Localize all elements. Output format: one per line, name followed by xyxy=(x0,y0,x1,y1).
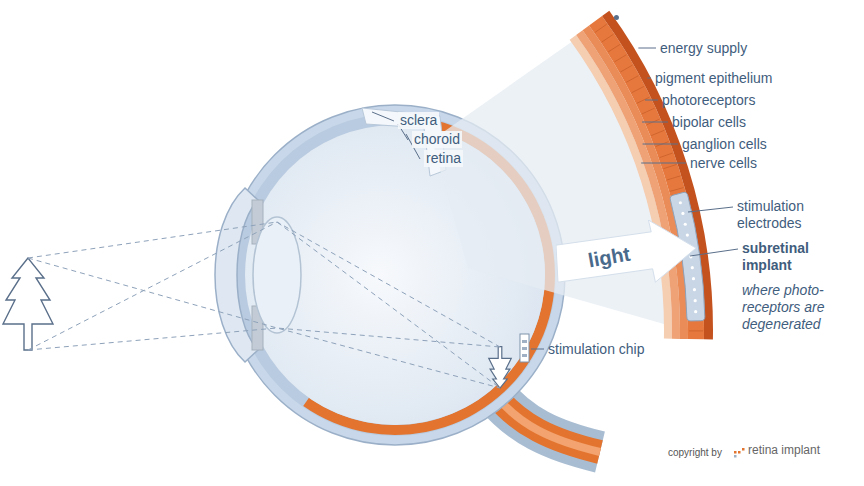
light-arrow: light xyxy=(556,220,696,294)
stimulation-electrode xyxy=(681,212,684,215)
part-label: sclera xyxy=(398,112,439,129)
chip-electrode xyxy=(522,340,527,343)
photoreceptor-cell xyxy=(651,130,664,135)
energy-supply-point xyxy=(614,15,619,20)
light-ray xyxy=(28,328,500,350)
part-label: stimulation chip xyxy=(548,341,645,358)
layer-label: nerve cells xyxy=(690,155,757,172)
optic-nerve-highlight xyxy=(495,395,600,452)
optic-nerve xyxy=(495,395,600,452)
photoreceptor-cell xyxy=(663,164,676,168)
stimulation-electrode xyxy=(691,266,694,269)
photoreceptor-cell xyxy=(595,24,606,32)
photoreceptor-cell xyxy=(614,55,626,62)
image-tree xyxy=(489,347,512,388)
leader-line xyxy=(372,112,394,121)
leader-line xyxy=(647,78,651,79)
photoreceptor-cell xyxy=(632,86,644,92)
arrow-outline xyxy=(556,220,696,282)
part-label: stimulation electrodes xyxy=(737,198,847,232)
stimulation-chip xyxy=(520,334,529,362)
stimulation-electrode xyxy=(692,277,695,280)
note-text: where photo- receptors are degenerated xyxy=(742,282,842,333)
object-tree xyxy=(3,258,53,350)
logo-dot xyxy=(734,455,737,458)
logo-dot xyxy=(738,451,741,454)
optic-nerve-core xyxy=(495,395,600,452)
layer-label: ganglion cells xyxy=(682,136,767,153)
light-ray xyxy=(28,222,500,388)
leader-line xyxy=(690,249,738,256)
leader-line xyxy=(642,122,668,123)
layer-label: energy supply xyxy=(660,40,747,57)
light-ray xyxy=(28,222,500,350)
part-label: subretinal implant xyxy=(742,240,852,274)
leader-line xyxy=(688,207,733,212)
layer-label: photoreceptors xyxy=(662,92,755,109)
logo-text: retina implant xyxy=(748,443,820,458)
logo-dot xyxy=(742,448,745,451)
pigment-epithelium-layer xyxy=(602,11,713,340)
leader-line xyxy=(531,349,544,350)
stimulation-electrode xyxy=(686,233,689,236)
part-label: retina xyxy=(424,150,463,167)
leader-line xyxy=(641,163,686,164)
photoreceptor-cell xyxy=(642,108,655,114)
photoreceptor-cell xyxy=(660,153,673,158)
part-label: choroid xyxy=(412,131,462,148)
photoreceptor-cell xyxy=(689,330,703,331)
photoreceptor-cell xyxy=(626,76,638,83)
photoreceptor-cell xyxy=(667,176,680,180)
stimulation-electrode xyxy=(679,201,682,204)
photoreceptor-cell xyxy=(608,44,620,52)
stimulation-electrode xyxy=(684,223,687,226)
light-ray xyxy=(28,258,500,388)
layer-label: pigment epithelium xyxy=(655,70,773,87)
stimulation-electrode xyxy=(693,288,696,291)
logo-dot xyxy=(734,451,737,454)
stimulation-electrode xyxy=(694,299,697,302)
leader-line xyxy=(643,144,678,145)
photoreceptor-cell xyxy=(670,188,683,192)
chip-electrode xyxy=(522,354,527,357)
photoreceptor-cell xyxy=(602,34,614,42)
layer-label: bipolar cells xyxy=(672,114,746,131)
chip-electrode xyxy=(522,347,527,350)
stimulation-electrode xyxy=(694,310,697,313)
copyright-text: copyright by xyxy=(668,446,722,459)
photoreceptor-cell xyxy=(620,65,632,72)
leader-line xyxy=(645,100,658,101)
leader-line xyxy=(638,48,656,49)
